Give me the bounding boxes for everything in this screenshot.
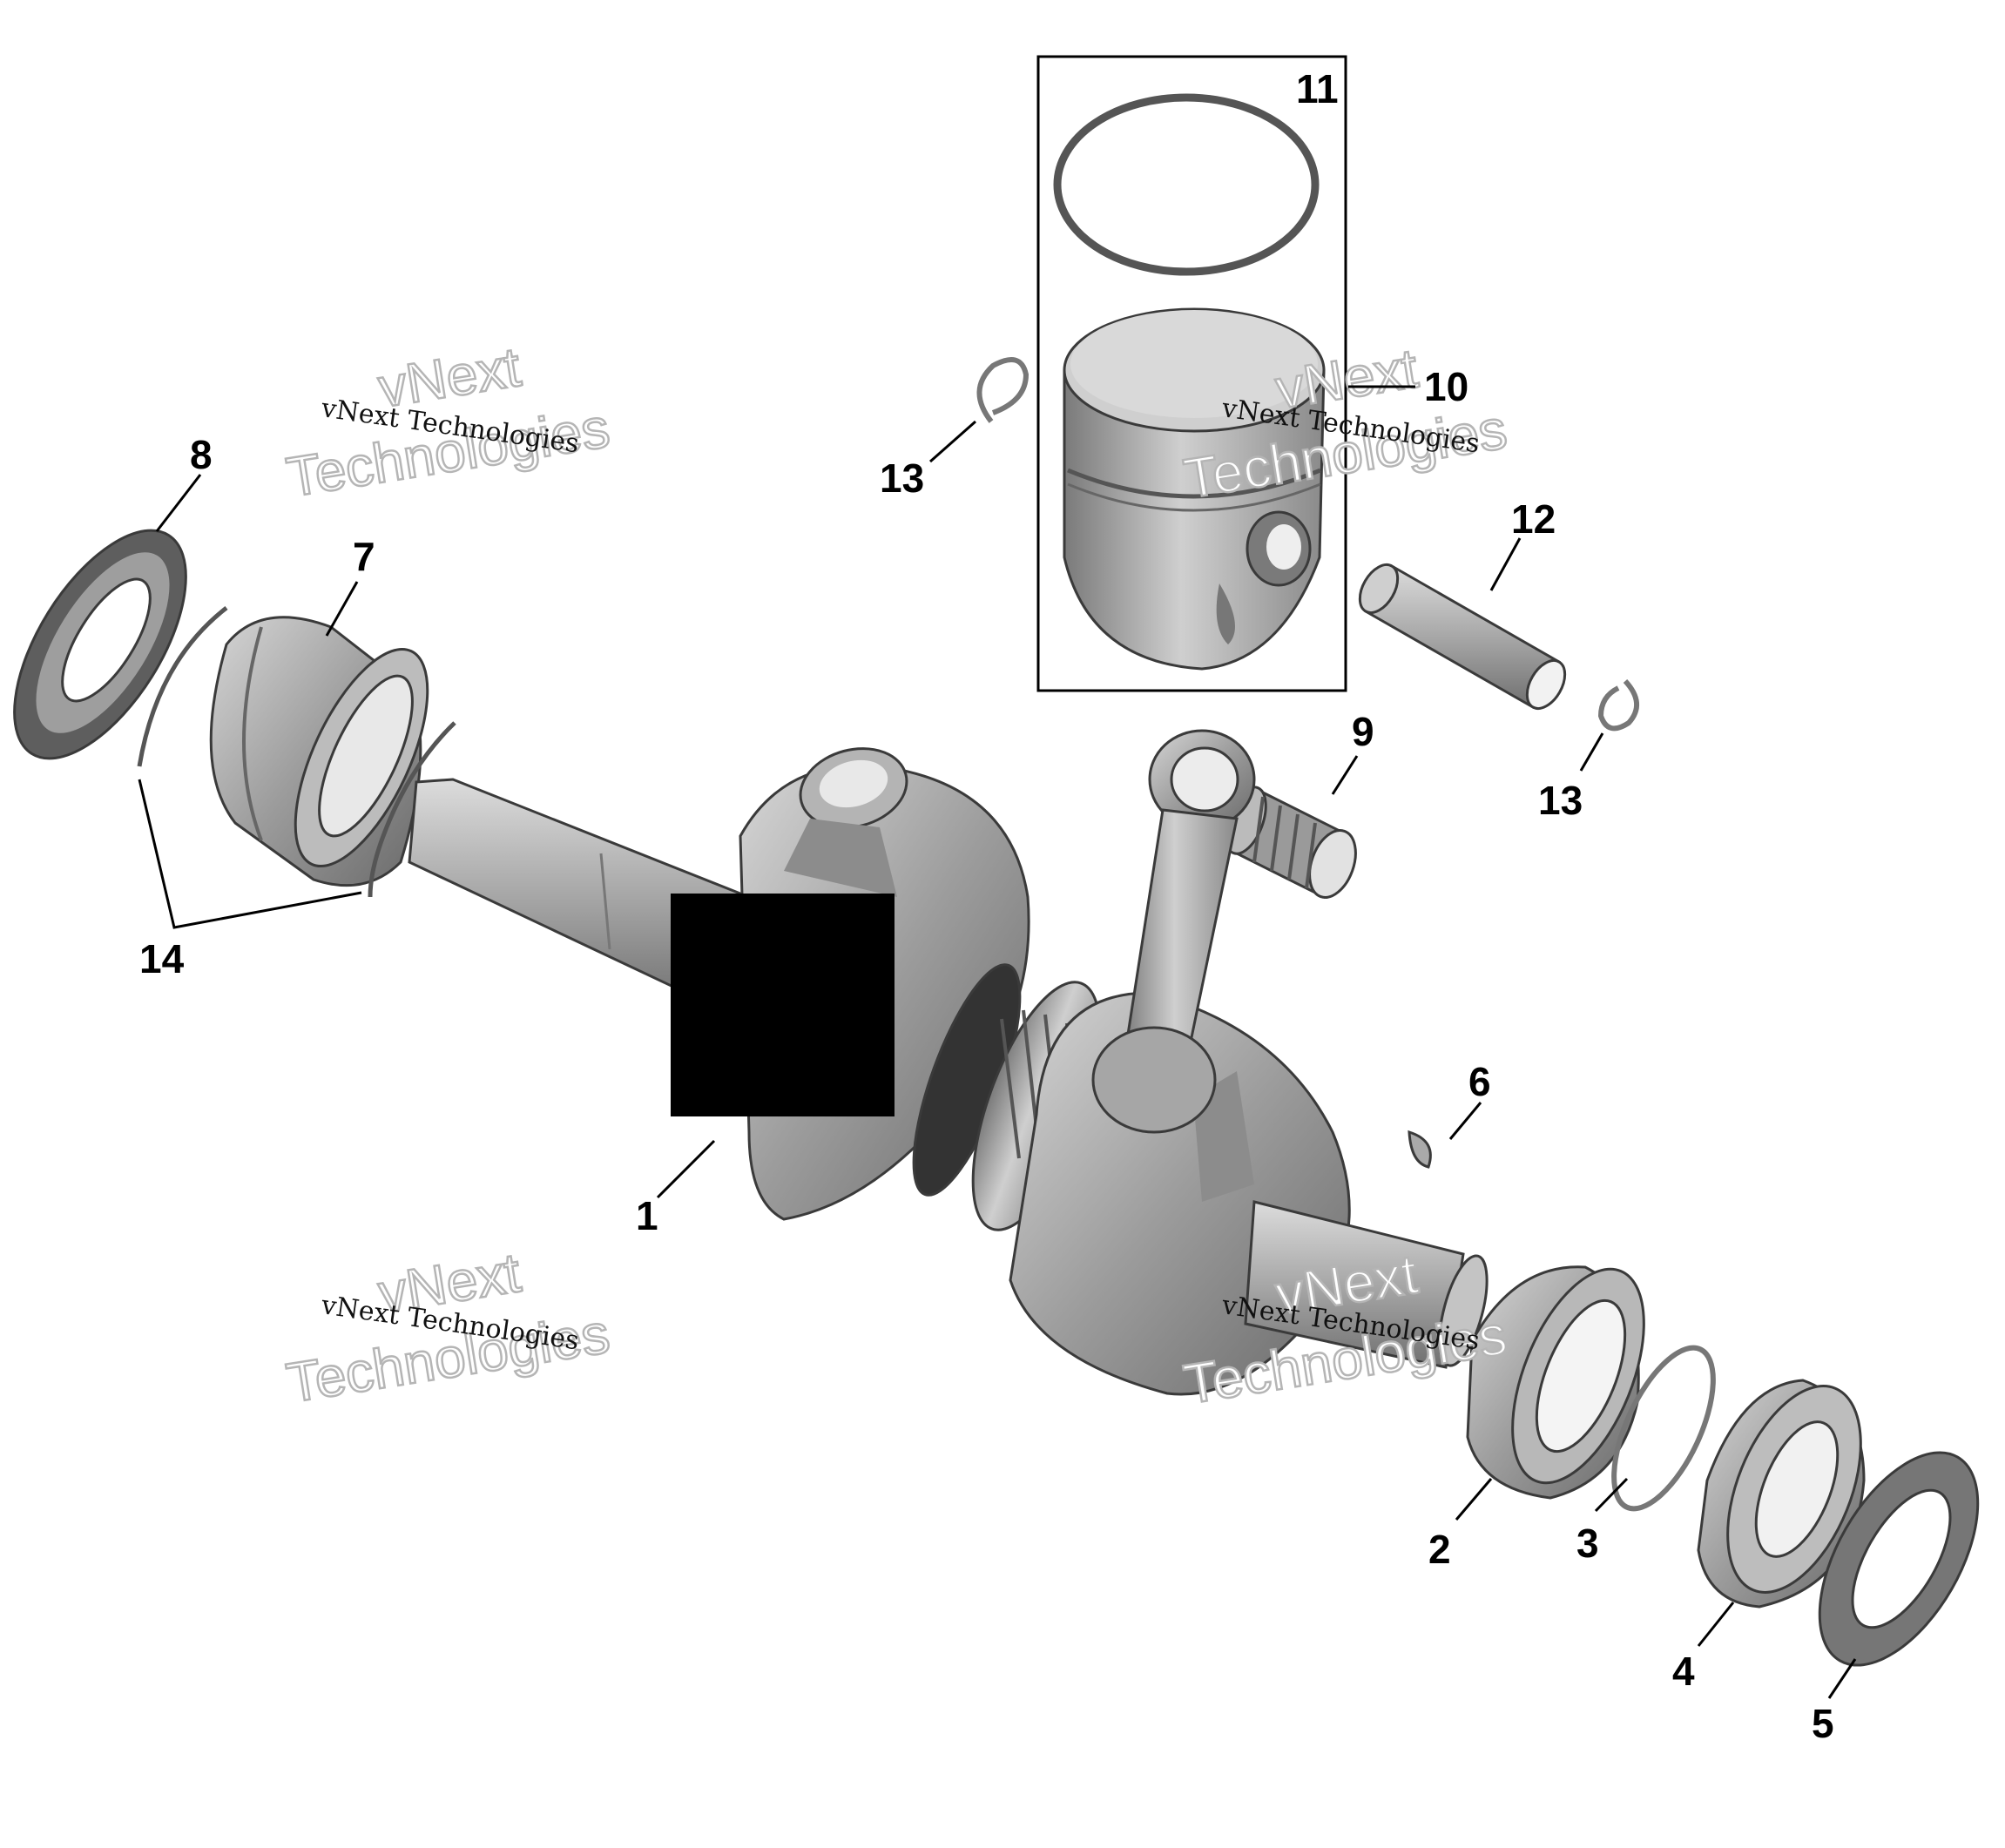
retaining-ring-left-part (137, 606, 228, 767)
needle-bearing-part (1224, 786, 1357, 900)
callout-13-lower: 13 (1538, 778, 1583, 823)
callout-13-upper: 13 (880, 455, 924, 501)
leader-lines (138, 385, 1857, 1699)
callouts: 1 2 3 4 5 6 7 8 9 10 11 12 13 13 14 (139, 66, 1834, 1746)
callout-7: 7 (353, 534, 375, 579)
circlip-lower-part (1597, 678, 1639, 732)
piston-kit-frame (1036, 55, 1347, 692)
snap-ring-part (1611, 1345, 1716, 1512)
seal-part (13, 529, 187, 760)
callout-3: 3 (1576, 1521, 1599, 1566)
piston-pin-part (1358, 563, 1567, 710)
callout-9: 9 (1352, 709, 1374, 754)
redaction-block (671, 894, 894, 1116)
ball-bearing-part (1697, 1379, 1866, 1609)
seal-plate-part (1818, 1451, 1980, 1667)
circlip-upper-part (976, 356, 1030, 423)
callout-1: 1 (636, 1193, 658, 1238)
connecting-rod-part (1091, 729, 1256, 1134)
callout-5: 5 (1812, 1701, 1834, 1746)
callout-4: 4 (1672, 1649, 1695, 1694)
callout-12: 12 (1511, 496, 1556, 542)
main-bearing-left-part (209, 616, 429, 887)
piston-ring-part (1053, 93, 1320, 276)
piston-part (1063, 307, 1326, 671)
callout-8: 8 (190, 432, 213, 477)
callout-14: 14 (139, 936, 185, 981)
retaining-ring-right-part (368, 721, 456, 898)
callout-6: 6 (1468, 1059, 1491, 1104)
woodruff-key-part (1408, 1130, 1432, 1169)
callout-10: 10 (1424, 364, 1468, 409)
callout-2: 2 (1428, 1527, 1451, 1572)
main-bearing-right-part (1466, 1265, 1645, 1500)
callout-11: 11 (1296, 66, 1339, 111)
